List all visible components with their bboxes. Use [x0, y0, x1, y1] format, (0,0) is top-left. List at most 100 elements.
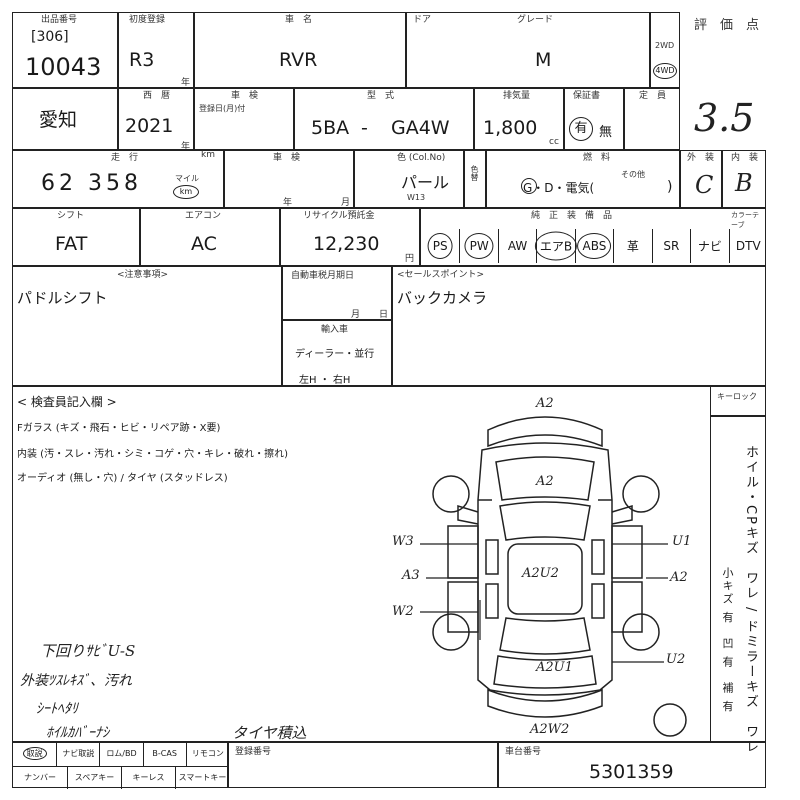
- recycle-value: 12,230: [313, 233, 380, 255]
- inspection-cell: 車 検 登録日(月)付: [194, 88, 294, 150]
- hand-note-1: 下回りｻﾋﾞU-S: [40, 642, 136, 660]
- interior-label: 内 装: [731, 153, 759, 163]
- expiry-cell: 自動車税月期日 月 日: [282, 266, 392, 320]
- import-label: 輸入車: [321, 325, 349, 335]
- equipment-item-label: PW: [464, 233, 494, 259]
- mark-right-mid: A2: [670, 570, 688, 585]
- drive-cell: 2WD 4WD: [650, 12, 680, 88]
- ac-label: エアコン: [185, 211, 222, 221]
- year-label: 西 暦: [143, 91, 171, 101]
- equipment-item: DTV: [728, 229, 767, 263]
- footer-option: 取説: [13, 743, 56, 766]
- interior-cell: 内 装 B: [722, 150, 766, 208]
- equipment-item: PW: [459, 229, 497, 263]
- lot-number: 10043: [25, 53, 102, 81]
- equipment-item-label: DTV: [735, 239, 761, 253]
- color-cell: 色 (Col.No) パール W13: [354, 150, 464, 208]
- type-prefix: 5BA: [311, 117, 350, 139]
- keylock-cell: キーロック: [710, 386, 766, 416]
- color-change-cell: 色替: [464, 150, 486, 208]
- warranty-yes-circled: 有: [569, 117, 593, 141]
- inspection-label: 車 検: [231, 91, 259, 101]
- ac-value: AC: [191, 233, 217, 255]
- equipment-last-label: カラーテーブ: [731, 211, 759, 229]
- drive-2wd: 2WD: [655, 41, 675, 50]
- footer-option-label: リモコン: [191, 749, 224, 758]
- shift-value: FAT: [55, 233, 88, 255]
- warranty-no: 無: [599, 125, 613, 140]
- footer-option-label: 取説: [22, 747, 47, 760]
- equipment-item-label: SR: [663, 239, 680, 253]
- equipment-item-label: エアB: [534, 231, 578, 261]
- side-panel: ホイル・CPキズ ワレ / ドミラーキズ ワレ 小キズ 有 凹 有 補 有: [710, 416, 766, 755]
- lot-prefix: [306]: [31, 29, 69, 45]
- expiry-day: 日: [379, 310, 389, 320]
- footer-option: スマートキー: [175, 766, 229, 789]
- warranty-yes: 有: [574, 121, 588, 136]
- equipment-label: 純 正 装 備 品: [531, 211, 613, 221]
- first-reg-value: R3: [129, 49, 155, 71]
- lot-number-label: 出品番号: [41, 15, 78, 25]
- mark-rear-bumper: A2W2: [530, 722, 570, 737]
- type-dash: -: [361, 117, 368, 139]
- mark-hood: A2: [536, 474, 554, 489]
- drive-4wd: 4WD: [655, 66, 675, 75]
- mileage-cell: 走 行 km 62 358 マイル km: [12, 150, 224, 208]
- grade-cell: ドア グレード M: [406, 12, 650, 88]
- hand-note-3: ｼｰﾄﾍﾀﾘ: [36, 701, 78, 717]
- first-reg-cell: 初度登録 R3 年: [118, 12, 194, 88]
- warranty-cell: 保証書 有 無: [564, 88, 624, 150]
- recycle-label: リサイクル預託金: [303, 211, 375, 221]
- inspector-glass: Fガラス (キズ・飛石・ヒビ・リペア跡・X要): [17, 423, 221, 434]
- sales-cell: <セールスポイント> バックカメラ: [392, 266, 766, 386]
- hand-note-4: ﾎｲﾙｶﾊﾞｰﾅｼ: [46, 725, 109, 741]
- year-unit: 年: [181, 142, 191, 152]
- mileage-km-label: km: [201, 150, 215, 160]
- capacity-cell: 定 員: [624, 88, 680, 150]
- recycle-cell: リサイクル預託金 12,230 円: [280, 208, 420, 266]
- drive-4wd-circled: 4WD: [653, 63, 677, 79]
- first-reg-label: 初度登録: [129, 15, 166, 25]
- region-value: 愛知: [39, 109, 78, 131]
- sales-value: バックカメラ: [397, 289, 488, 307]
- color-code: W13: [407, 193, 426, 202]
- grade-value: M: [535, 49, 552, 71]
- year-cell: 西 暦 2021 年: [118, 88, 194, 152]
- lot-number-cell: 出品番号 [306] 10043: [12, 12, 118, 88]
- equipment-item: ナビ: [690, 229, 728, 263]
- exterior-label: 外 装: [687, 153, 715, 163]
- equipment-item-label: PS: [427, 233, 453, 259]
- detail-label: 車 検: [273, 153, 301, 163]
- displacement-value: 1,800: [483, 117, 538, 139]
- shift-cell: シフト FAT: [12, 208, 140, 266]
- footer-option-label: キーレス: [132, 773, 165, 782]
- mileage-km-circled: km: [173, 185, 199, 199]
- detail-month: 月: [341, 198, 351, 208]
- footer-option-label: B-CAS: [152, 749, 177, 758]
- equipment-item: SR: [651, 229, 690, 263]
- fuel-cell: 燃 料 G・D・電気( その他 ): [486, 150, 680, 208]
- footer-option: ナンバー: [13, 766, 67, 789]
- inspector-interior: 内装 (汚・スレ・汚れ・シミ・コゲ・穴・キレ・破れ・擦れ): [17, 449, 288, 460]
- mileage-value: 62 358: [41, 171, 142, 196]
- year-value: 2021: [125, 115, 174, 137]
- mark-trunk: A2U1: [536, 660, 573, 675]
- chassis-cell: 車台番号 5301359: [498, 742, 766, 788]
- score-label: 評 価 点: [694, 18, 760, 33]
- import-dealer: ディーラー・並行: [295, 349, 375, 360]
- interior-grade: B: [735, 169, 753, 197]
- hand-note-5: タイヤ積込: [232, 724, 307, 742]
- color-value: パール: [401, 173, 450, 192]
- capacity-label: 定 員: [639, 91, 667, 101]
- side-small: 小キズ 有 凹 有 補 有: [721, 567, 734, 714]
- chassis-label: 車台番号: [505, 747, 542, 757]
- mark-left-mid: A3: [402, 568, 420, 583]
- warranty-label: 保証書: [573, 91, 601, 101]
- displacement-unit: cc: [549, 137, 559, 147]
- reg-number-cell: 登録番号: [228, 742, 498, 788]
- footer-option-label: スペアキー: [74, 773, 115, 782]
- equipment-item: PS: [421, 229, 459, 263]
